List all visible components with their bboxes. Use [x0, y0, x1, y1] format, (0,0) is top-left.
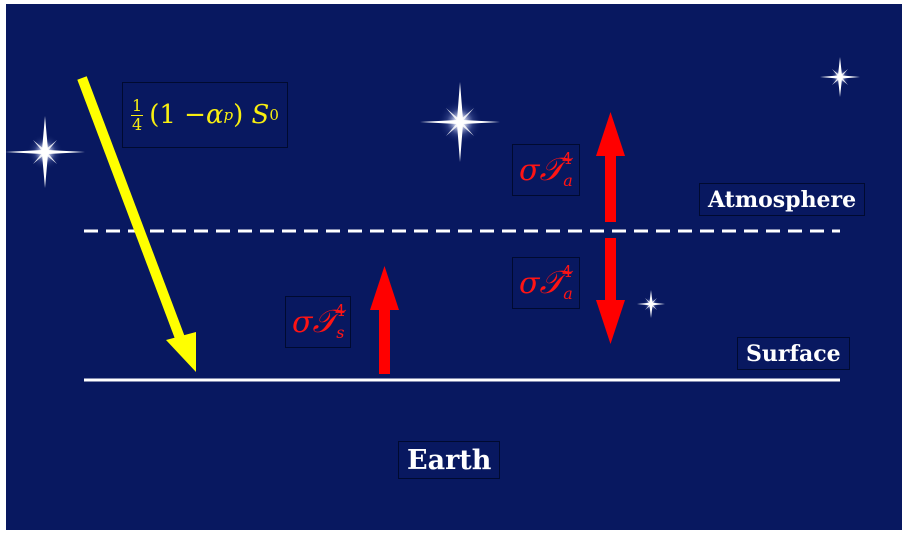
- atmosphere-up-flux-label: σ𝒯4a: [512, 144, 580, 196]
- fraction: 1 4: [131, 98, 143, 133]
- surface-up-flux-label: σ𝒯4s: [285, 296, 351, 348]
- earth-label: Earth: [398, 441, 500, 479]
- atmosphere-label: Atmosphere: [699, 183, 865, 216]
- atmosphere-down-flux-label: σ𝒯4a: [512, 257, 580, 309]
- surface-label: Surface: [737, 337, 850, 370]
